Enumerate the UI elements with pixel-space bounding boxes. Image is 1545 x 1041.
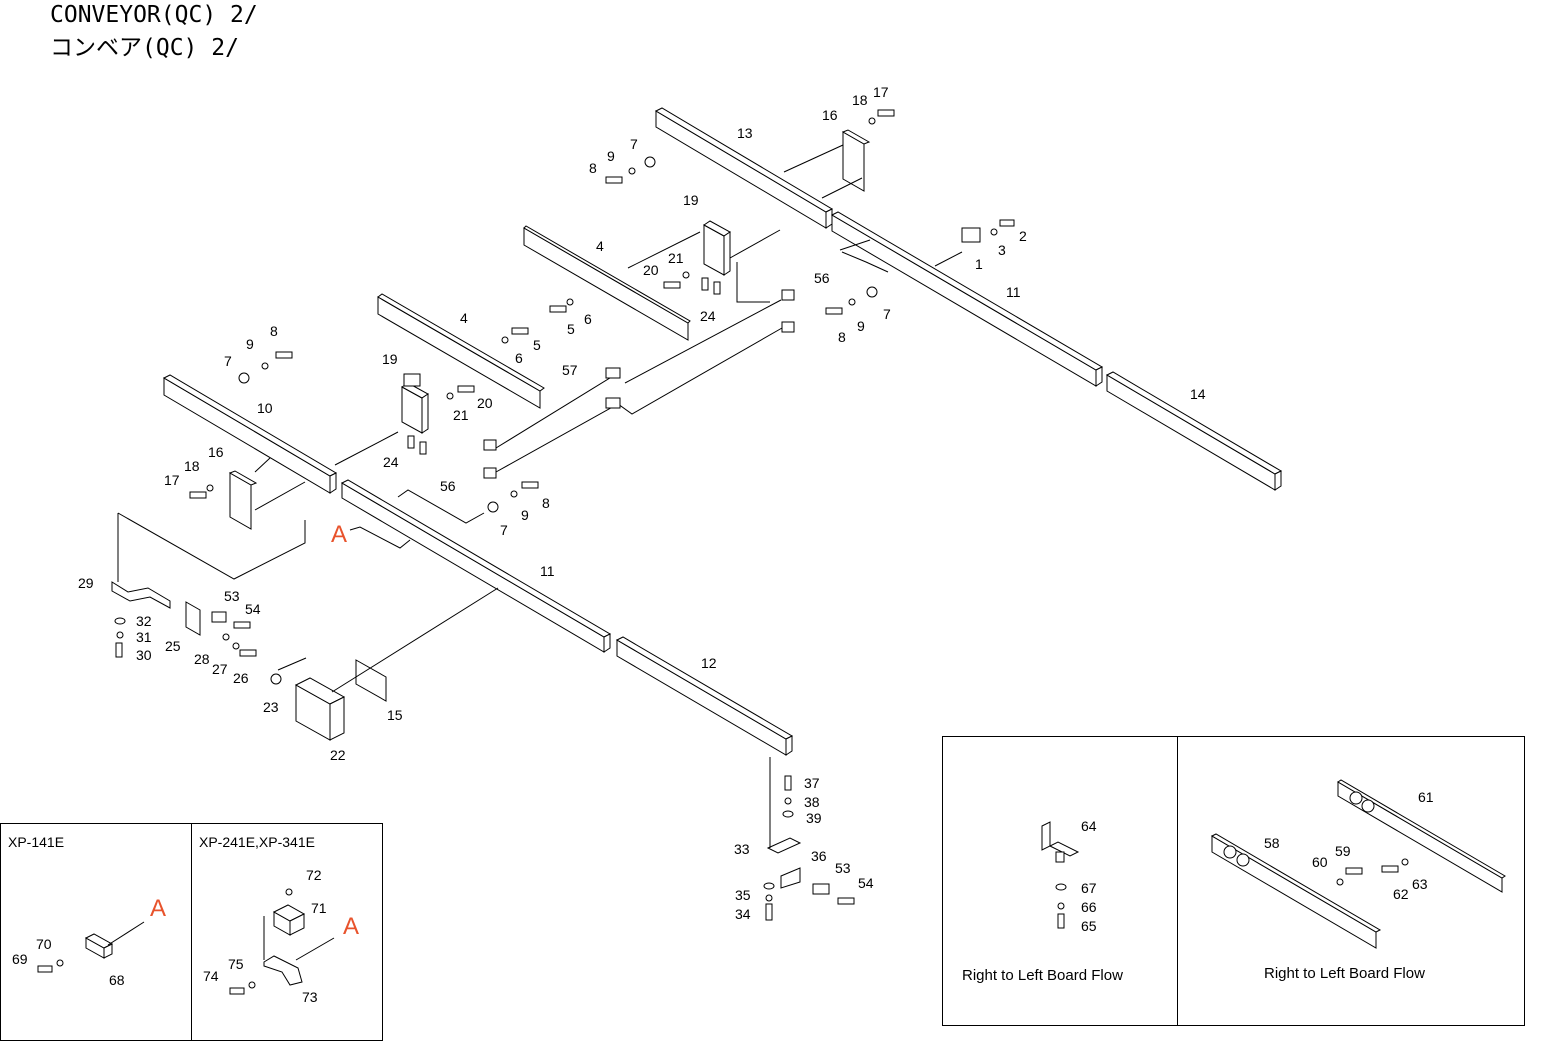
rail-12 xyxy=(615,636,794,756)
label-54-right: 54 xyxy=(858,875,874,891)
label-8-b: 8 xyxy=(838,329,846,345)
label-9-b: 9 xyxy=(857,318,865,334)
label-30: 30 xyxy=(136,647,152,663)
flow-label-left: Right to Left Board Flow xyxy=(962,967,1123,984)
label-21-upper: 21 xyxy=(668,250,684,266)
label-3: 3 xyxy=(998,242,1006,258)
diagram-title-jp: コンベア(QC) 2/ xyxy=(50,35,239,61)
label-13: 13 xyxy=(737,125,753,141)
label-21-lower: 21 xyxy=(453,407,469,423)
label-16-top: 16 xyxy=(822,107,838,123)
label-26: 26 xyxy=(233,670,249,686)
label-36: 36 xyxy=(811,848,827,864)
rail-13 xyxy=(654,107,834,229)
label-23: 23 xyxy=(263,699,279,715)
label-33: 33 xyxy=(734,841,750,857)
label-17-top: 17 xyxy=(873,84,889,100)
label-19-upper: 19 xyxy=(683,192,699,208)
part-numbers: 1 2 3 4 4 5 5 6 6 7 7 7 7 8 8 8 8 9 9 9 … xyxy=(78,84,1206,922)
label-12: 12 xyxy=(701,655,717,671)
label-18-top: 18 xyxy=(852,92,868,108)
label-4-lower: 4 xyxy=(460,310,468,326)
label-9-d: 9 xyxy=(521,507,529,523)
label-29: 29 xyxy=(78,575,94,591)
label-14: 14 xyxy=(1190,386,1206,402)
label-53-right: 53 xyxy=(835,860,851,876)
bracket-15 xyxy=(355,659,387,702)
label-6-a: 6 xyxy=(584,311,592,327)
label-31: 31 xyxy=(136,629,152,645)
label-16-lower: 16 xyxy=(208,444,224,460)
label-38: 38 xyxy=(804,794,820,810)
leader-lines xyxy=(117,229,963,848)
label-1: 1 xyxy=(975,256,983,272)
label-57: 57 xyxy=(562,362,578,378)
inset-xp241e-title: XP-241E,XP-341E xyxy=(199,834,315,850)
label-10: 10 xyxy=(257,400,273,416)
fastener-symbols xyxy=(114,109,1015,921)
label-7-b: 7 xyxy=(883,306,891,322)
label-11-upper: 11 xyxy=(1006,284,1021,300)
label-7-a: 7 xyxy=(630,136,638,152)
label-19-lower: 19 xyxy=(382,351,398,367)
block-19-lower xyxy=(401,373,429,434)
label-18-lower: 18 xyxy=(184,458,200,474)
inset-flow-left: Right to Left Board Flow xyxy=(942,736,1178,1026)
label-9-c: 9 xyxy=(246,336,254,352)
rail-11-lower xyxy=(340,479,612,653)
guide-4-upper xyxy=(523,225,691,341)
label-34: 34 xyxy=(735,906,751,922)
bracket-25 xyxy=(185,601,201,636)
label-54-left: 54 xyxy=(245,601,261,617)
label-39: 39 xyxy=(806,810,822,826)
rail-14 xyxy=(1105,371,1283,491)
rail-11-top xyxy=(830,211,1104,387)
label-20-lower: 20 xyxy=(477,395,493,411)
label-8-c: 8 xyxy=(270,323,278,339)
bracket-29 xyxy=(111,581,171,609)
label-11-lower: 11 xyxy=(540,563,555,579)
label-53-left: 53 xyxy=(224,588,240,604)
label-6-b: 6 xyxy=(515,350,523,366)
label-9-a: 9 xyxy=(607,148,615,164)
cover-22 xyxy=(294,677,346,741)
label-5-b: 5 xyxy=(533,337,541,353)
guide-4-lower xyxy=(377,293,545,409)
label-27: 27 xyxy=(212,661,228,677)
label-8-d: 8 xyxy=(542,495,550,511)
label-20-upper: 20 xyxy=(643,262,659,278)
label-56-upper: 56 xyxy=(814,270,830,286)
label-8-a: 8 xyxy=(589,160,597,176)
label-24-lower: 24 xyxy=(383,454,399,470)
callout-a-main: A xyxy=(331,521,347,548)
diagram-title-en: CONVEYOR(QC) 2/ xyxy=(50,2,258,28)
label-37: 37 xyxy=(804,775,820,791)
flow-label-right: Right to Left Board Flow xyxy=(1264,965,1425,982)
bracket-33 xyxy=(766,837,802,854)
inset-flow-right: Right to Left Board Flow xyxy=(1177,736,1525,1026)
bracket-36 xyxy=(780,867,801,889)
inset-xp141e-title: XP-141E xyxy=(8,834,65,850)
inset-xp141e: XP-141E xyxy=(0,823,192,1041)
label-5-a: 5 xyxy=(567,321,575,337)
label-7-d: 7 xyxy=(500,522,508,538)
label-7-c: 7 xyxy=(224,353,232,369)
label-17-lower: 17 xyxy=(164,472,180,488)
label-32: 32 xyxy=(136,613,152,629)
label-56-lower: 56 xyxy=(440,478,456,494)
block-19-upper xyxy=(703,220,731,276)
label-25: 25 xyxy=(165,638,181,654)
label-35: 35 xyxy=(735,887,751,903)
part-53-right xyxy=(812,883,830,895)
part-53-left xyxy=(211,611,227,623)
label-24-upper: 24 xyxy=(700,308,716,324)
label-28: 28 xyxy=(194,651,210,667)
label-4-upper: 4 xyxy=(596,238,604,254)
label-22: 22 xyxy=(330,747,346,763)
inset-xp241e: XP-241E,XP-341E xyxy=(191,823,383,1041)
rail-10 xyxy=(162,374,338,494)
label-15: 15 xyxy=(387,707,403,723)
label-2: 2 xyxy=(1019,228,1027,244)
